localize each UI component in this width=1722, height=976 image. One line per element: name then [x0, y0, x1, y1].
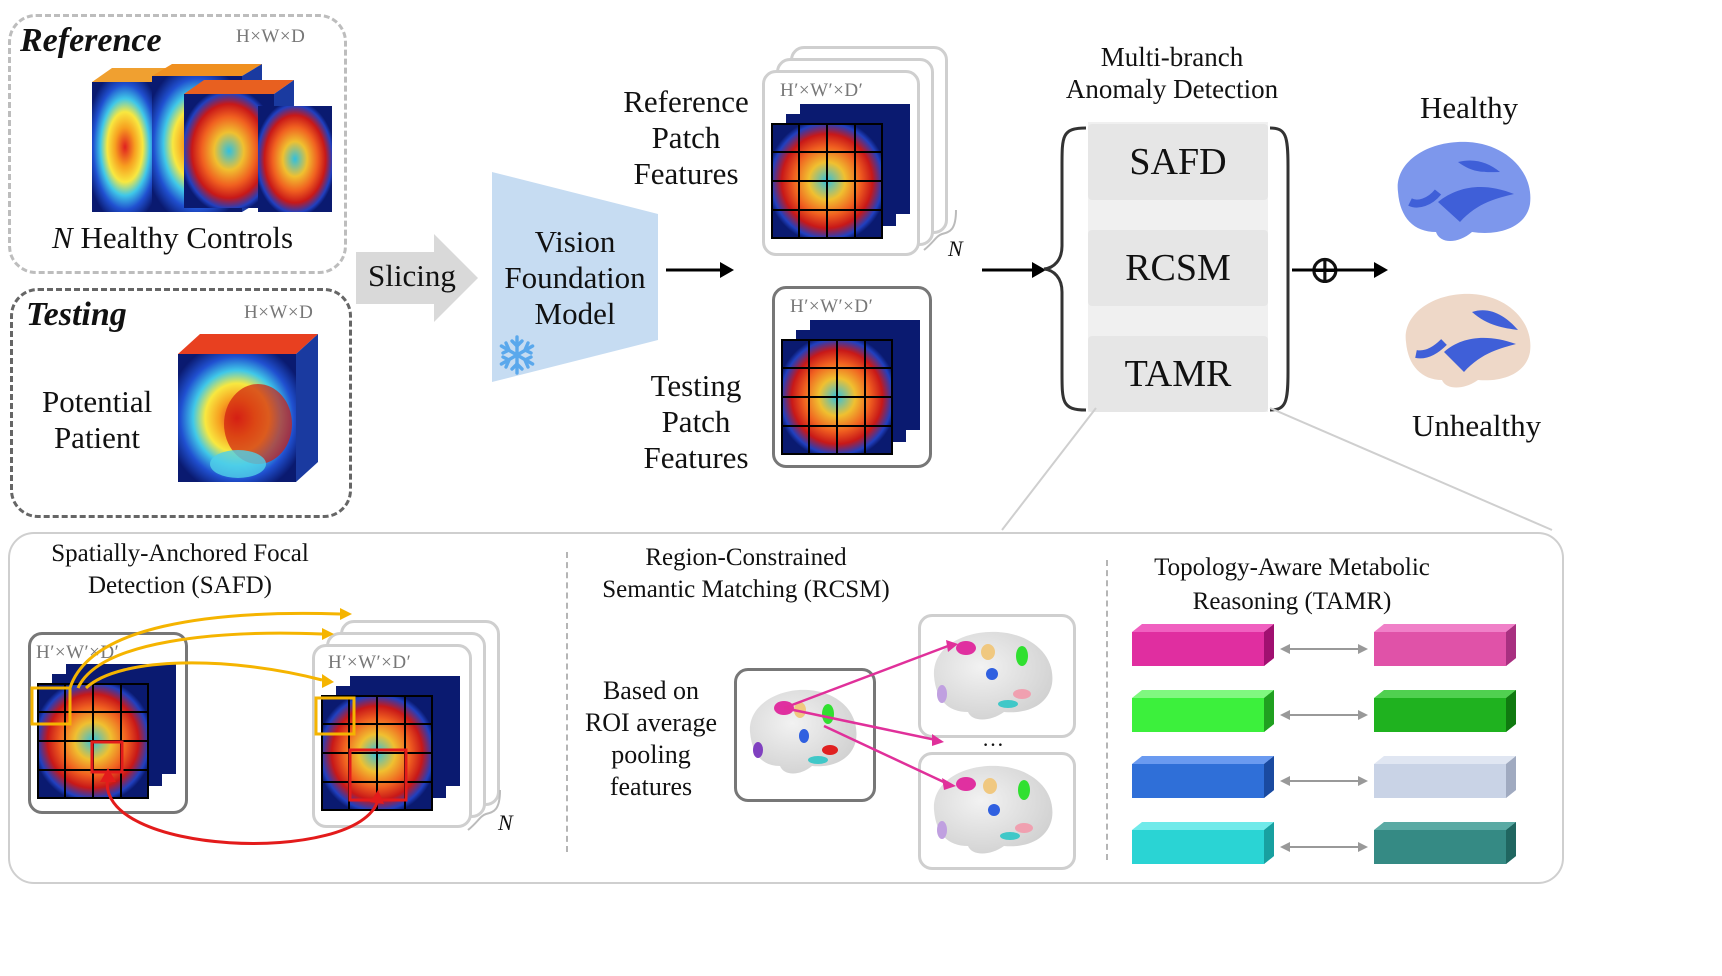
safd-title-line2: Detection (SAFD) — [88, 572, 272, 599]
rcsm-desc-line2: ROI average — [584, 708, 718, 737]
reference-group — [8, 14, 347, 274]
rcsm-desc-line4: features — [609, 772, 693, 801]
safd-ref-grid — [314, 676, 460, 811]
testing-group — [10, 288, 352, 518]
reference-count-symbol: N — [52, 220, 73, 255]
test-patch-grid — [781, 320, 920, 455]
test-patch-line3: Features — [643, 440, 749, 475]
snowflake-icon — [499, 335, 535, 375]
tamr-title-line2: Reasoning (TAMR) — [1192, 588, 1392, 615]
slicing-label: Slicing — [368, 258, 456, 293]
rcsm-ref-brain-1 — [933, 631, 1053, 720]
safd-count: N — [498, 810, 513, 835]
rcsm-desc-line3: pooling — [611, 740, 691, 769]
detection-right-brace — [1269, 126, 1290, 412]
ref-patch-dims: H′×W′×D′ — [780, 80, 864, 101]
test-patch-dims: H′×W′×D′ — [790, 296, 874, 317]
ref-patch-line2: Patch — [651, 120, 721, 155]
branch-tamr: TAMR — [1088, 336, 1268, 412]
zoom-lines — [1001, 407, 1553, 531]
vfm-line3: Model — [534, 296, 616, 331]
testing-title: Testing — [26, 296, 127, 333]
safd-dims-right: H′×W′×D′ — [328, 652, 412, 673]
divider-2 — [1106, 560, 1108, 860]
rcsm-ellipsis: … — [982, 726, 1004, 751]
output-unhealthy: Unhealthy — [1412, 408, 1542, 443]
ref-patch-line3: Features — [633, 156, 739, 191]
output-healthy: Healthy — [1420, 90, 1519, 125]
vfm-to-patch-arrow — [666, 262, 734, 278]
branch-safd: SAFD — [1088, 124, 1268, 200]
ref-patch-line1: Reference — [623, 84, 749, 119]
combine-arrow — [1292, 262, 1388, 278]
healthy-brain — [1397, 141, 1531, 241]
reference-caption: N Healthy Controls — [52, 220, 293, 256]
detection-title-line2: Anomaly Detection — [1065, 74, 1279, 104]
rcsm-ref-brain-2 — [933, 765, 1053, 854]
vfm-trapezoid — [492, 172, 658, 382]
reference-pet-cubes — [92, 64, 332, 212]
safd-match-arrows — [68, 608, 384, 845]
safd-brace — [467, 789, 501, 831]
safd-title-line1: Spatially-Anchored Focal — [51, 540, 309, 567]
rcsm-query-brain — [749, 689, 857, 774]
safd-dims-left: H′×W′×D′ — [36, 642, 120, 663]
testing-caption-line2: Patient — [53, 420, 141, 455]
safd-test-grid — [30, 664, 176, 799]
reference-title: Reference — [20, 22, 162, 59]
tamr-title-line1: Topology-Aware Metabolic — [1154, 554, 1430, 581]
vfm-line1: Vision — [534, 224, 616, 259]
rcsm-match-arrows — [783, 640, 958, 790]
testing-caption-line1: Potential — [42, 384, 153, 419]
ref-patch-count: N — [948, 236, 963, 261]
detection-left-brace — [1043, 126, 1087, 412]
ref-patch-brace — [923, 209, 957, 251]
detail-panel — [8, 532, 1564, 884]
unhealthy-brain — [1405, 293, 1531, 388]
reference-dims: H×W×D — [236, 26, 306, 47]
tamr-feature-bars — [1132, 624, 1516, 864]
detection-title-line1: Multi-branch — [1100, 42, 1244, 72]
test-patch-line1: Testing — [650, 368, 742, 403]
testing-pet-cube — [178, 334, 318, 482]
patch-to-detection-arrow — [982, 262, 1046, 278]
testing-dims: H×W×D — [244, 302, 314, 323]
test-patch-line2: Patch — [661, 404, 731, 439]
rcsm-title-line1: Region-Constrained — [645, 544, 847, 571]
divider-1 — [566, 552, 568, 852]
slicing-arrow — [356, 234, 478, 322]
rcsm-title-line2: Semantic Matching (RCSM) — [602, 576, 890, 603]
reference-caption-text: Healthy Controls — [80, 220, 294, 255]
ref-patch-grid — [771, 104, 910, 239]
branch-rcsm: RCSM — [1088, 230, 1268, 306]
rcsm-desc-line1: Based on — [602, 676, 700, 705]
vfm-line2: Foundation — [504, 260, 646, 295]
